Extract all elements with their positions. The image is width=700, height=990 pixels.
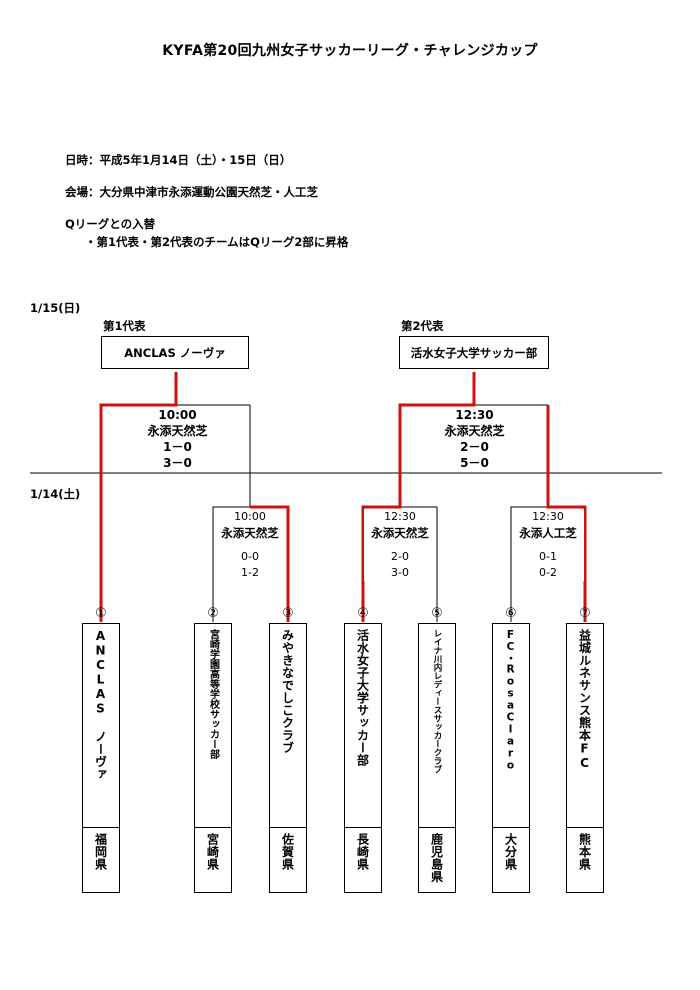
- team1-box: ANCLAS ノーヴァ 福岡県: [82, 623, 120, 893]
- team2-pref: 宮崎県: [205, 833, 220, 871]
- team7-number: ⑦: [579, 606, 591, 621]
- team5-name: レイナ川内レディースサッカークラブ: [432, 629, 442, 774]
- first-match-1-venue: 永添天然芝: [221, 526, 279, 540]
- team7-box: 益城ルネサンス熊本FC 熊本県: [566, 623, 604, 893]
- team4-pref: 長崎県: [355, 833, 370, 871]
- final-match-2: 12:30 永添天然芝 2－0 5－0: [437, 407, 512, 471]
- team1-number: ①: [95, 606, 107, 621]
- team6-name: FC・RosaClaro: [504, 629, 517, 772]
- first-match-3-score1: 0-1: [539, 550, 557, 563]
- team3-number: ③: [282, 606, 294, 621]
- bracket-line-team6: [510, 506, 548, 622]
- team4-number: ④: [357, 606, 369, 621]
- team3-box: みやきなでしこクラブ 佐賀県: [269, 623, 307, 893]
- first-match-2-time: 12:30: [384, 510, 416, 523]
- first-match-1-score1: 0-0: [241, 550, 259, 563]
- winner-line-team1: [99, 372, 178, 622]
- rep2-label: 第2代表: [401, 319, 444, 333]
- team5-pref: 鹿児島県: [429, 833, 444, 883]
- team5-number: ⑤: [431, 606, 443, 621]
- venue-info: 会場：大分県中津市永添運動公園天然芝・人工芝: [65, 185, 318, 199]
- bracket-line-final1-right: [176, 404, 251, 507]
- winner-line-team7: [546, 405, 587, 622]
- team2-box: 宮崎学園高等学校サッカー部 宮崎県: [194, 623, 232, 893]
- team7-name: 益城ルネサンス熊本FC: [577, 629, 592, 771]
- team7-pref: 熊本県: [577, 833, 592, 871]
- first-match-1-time: 10:00: [234, 510, 266, 523]
- team1-name: ANCLAS ノーヴァ: [93, 629, 108, 781]
- day2-label: 1/15(日): [30, 301, 81, 315]
- team2-number: ②: [207, 606, 219, 621]
- team5-box: レイナ川内レディースサッカークラブ 鹿児島県: [418, 623, 456, 893]
- team6-pref: 大分県: [503, 833, 518, 871]
- final-match-1-score2: 3－0: [163, 456, 192, 470]
- team2-name: 宮崎学園高等学校サッカー部: [207, 629, 219, 759]
- rep1-label: 第1代表: [103, 319, 146, 333]
- final-match-2-score2: 5－0: [460, 456, 489, 470]
- rep2-box: 活水女子大学サッカー部: [399, 336, 549, 369]
- final-match-2-score1: 2－0: [460, 440, 489, 454]
- rep1-team: ANCLAS ノーヴァ: [124, 345, 226, 360]
- team3-pref: 佐賀県: [280, 833, 295, 871]
- final-match-1: 10:00 永添天然芝 1－0 3－0: [140, 407, 215, 471]
- final-match-2-time: 12:30: [455, 408, 494, 422]
- qleague-note: ・第1代表・第2代表のチームはQリーグ2部に昇格: [85, 235, 349, 249]
- first-match-2-score2: 3-0: [391, 566, 409, 579]
- team6-box: FC・RosaClaro 大分県: [492, 623, 530, 893]
- winner-line-team3: [250, 505, 290, 622]
- qleague-title: Qリーグとの入替: [65, 217, 156, 231]
- team3-name: みやきなでしこクラブ: [280, 629, 295, 754]
- page-title: KYFA第20回九州女子サッカーリーグ・チャレンジカップ: [162, 43, 538, 59]
- bracket-line-team2: [212, 506, 250, 622]
- first-match-2: 12:30 永添天然芝 2-0 3-0: [364, 509, 436, 581]
- final-match-1-time: 10:00: [158, 408, 197, 422]
- team6-number: ⑥: [505, 606, 517, 621]
- rep2-team: 活水女子大学サッカー部: [410, 345, 538, 360]
- first-match-2-score1: 2-0: [391, 550, 409, 563]
- final-match-1-score1: 1－0: [163, 440, 192, 454]
- team4-box: 活水女子大学サッカー部 長崎県: [344, 623, 382, 893]
- team1-pref: 福岡県: [93, 833, 108, 871]
- first-match-1-score2: 1-2: [241, 566, 259, 579]
- first-match-2-venue: 永添天然芝: [371, 526, 429, 540]
- day1-label: 1/14(土): [30, 487, 81, 501]
- first-match-3: 12:30 永添人工芝 0-1 0-2: [512, 509, 584, 581]
- winner-line-team4: [361, 372, 476, 622]
- date-info: 日時：平成5年1月14日（土）・15日（日）: [65, 153, 292, 167]
- bracket-line-team5: [400, 506, 438, 622]
- team4-name: 活水女子大学サッカー部: [355, 629, 370, 767]
- rep1-box: ANCLAS ノーヴァ: [101, 336, 249, 369]
- final-match-1-venue: 永添天然芝: [147, 424, 208, 438]
- final-match-2-venue: 永添天然芝: [444, 424, 505, 438]
- first-match-1: 10:00 永添天然芝 0-0 1-2: [214, 509, 286, 581]
- first-match-3-score2: 0-2: [539, 566, 557, 579]
- first-match-3-venue: 永添人工芝: [519, 526, 577, 540]
- first-match-3-time: 12:30: [532, 510, 564, 523]
